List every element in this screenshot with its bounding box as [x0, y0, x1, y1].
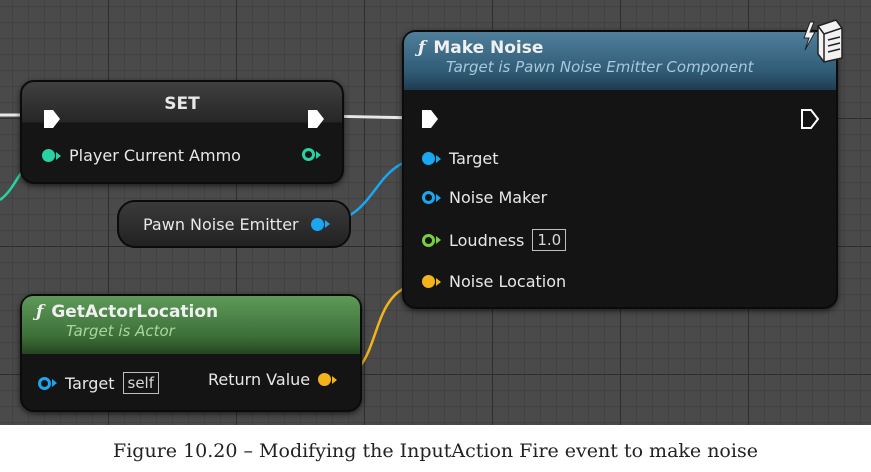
- make-noise-subtitle: Target is Pawn Noise Emitter Component: [446, 58, 754, 76]
- target-pin-row: Target: [422, 149, 499, 168]
- target-self-value[interactable]: self: [122, 372, 159, 394]
- pin-arrow-icon: [436, 236, 441, 244]
- return-value-output-pin[interactable]: [318, 373, 332, 386]
- loudness-label: Loudness: [449, 230, 525, 250]
- set-node[interactable]: SET Player Current Ammo: [20, 80, 344, 184]
- ammo-input-pin[interactable]: [42, 149, 55, 162]
- get-actor-location-title: GetActorLocation: [51, 302, 219, 322]
- make-noise-node[interactable]: ƒ Make Noise Target is Pawn Noise Emitter…: [402, 19, 843, 309]
- target-self-input-pin[interactable]: [38, 376, 51, 390]
- noise-location-pin-row: Noise Location: [422, 272, 566, 291]
- loudness-value-field[interactable]: 1.0: [532, 229, 567, 251]
- make-noise-title: Make Noise: [433, 38, 544, 58]
- target-input-pin[interactable]: [422, 152, 435, 165]
- function-icon: ƒ: [418, 38, 426, 58]
- pawn-noise-emitter-node[interactable]: Pawn Noise Emitter: [117, 200, 351, 248]
- get-actor-location-node[interactable]: ƒ GetActorLocation Target is Actor Target…: [20, 294, 362, 412]
- figure-caption: Figure 10.20 – Modifying the InputAction…: [113, 440, 758, 462]
- pin-arrow-icon: [52, 379, 57, 387]
- noise-maker-label: Noise Maker: [449, 188, 548, 207]
- make-noise-header: ƒ Make Noise Target is Pawn Noise Emitter…: [404, 32, 836, 90]
- blueprint-graph-canvas[interactable]: SET Player Current Ammo Pawn Noise Emitt…: [0, 0, 871, 425]
- noise-maker-pin-row: Noise Maker: [422, 188, 547, 207]
- player-current-ammo-label: Player Current Ammo: [69, 146, 241, 165]
- target-self-pin-row: Target self: [38, 372, 159, 394]
- pin-arrow-icon: [436, 193, 441, 202]
- function-icon: ƒ: [36, 302, 44, 322]
- target-label: Target: [449, 149, 499, 168]
- gal-target-label: Target: [65, 373, 115, 393]
- loudness-pin-row: Loudness 1.0: [422, 229, 567, 251]
- ammo-output-pin[interactable]: [302, 148, 315, 161]
- exec-in-pin[interactable]: [420, 108, 440, 130]
- pin-arrow-icon: [332, 375, 338, 384]
- set-node-title: SET: [164, 94, 200, 114]
- pawn-noise-emitter-output-pin[interactable]: [310, 217, 324, 231]
- pawn-noise-emitter-label: Pawn Noise Emitter: [143, 214, 299, 234]
- pin-arrow-icon: [324, 220, 330, 228]
- exec-out-pin[interactable]: [800, 108, 820, 130]
- get-actor-location-subtitle: Target is Actor: [66, 322, 175, 340]
- latent-action-icon: [803, 19, 843, 63]
- noise-location-input-pin[interactable]: [422, 275, 435, 288]
- loudness-input-pin[interactable]: [422, 233, 435, 247]
- return-value-pin-row: Return Value: [208, 370, 338, 389]
- pin-arrow-icon: [436, 277, 441, 286]
- noise-maker-input-pin[interactable]: [422, 191, 435, 204]
- pin-arrow-icon: [436, 154, 441, 163]
- get-actor-location-header: ƒ GetActorLocation Target is Actor: [22, 296, 360, 354]
- pin-arrow-icon: [56, 151, 61, 160]
- exec-in-pin[interactable]: [42, 108, 62, 130]
- noise-location-label: Noise Location: [449, 272, 567, 291]
- pin-arrow-icon: [316, 150, 321, 159]
- exec-out-pin[interactable]: [306, 108, 326, 130]
- return-value-label: Return Value: [208, 370, 311, 389]
